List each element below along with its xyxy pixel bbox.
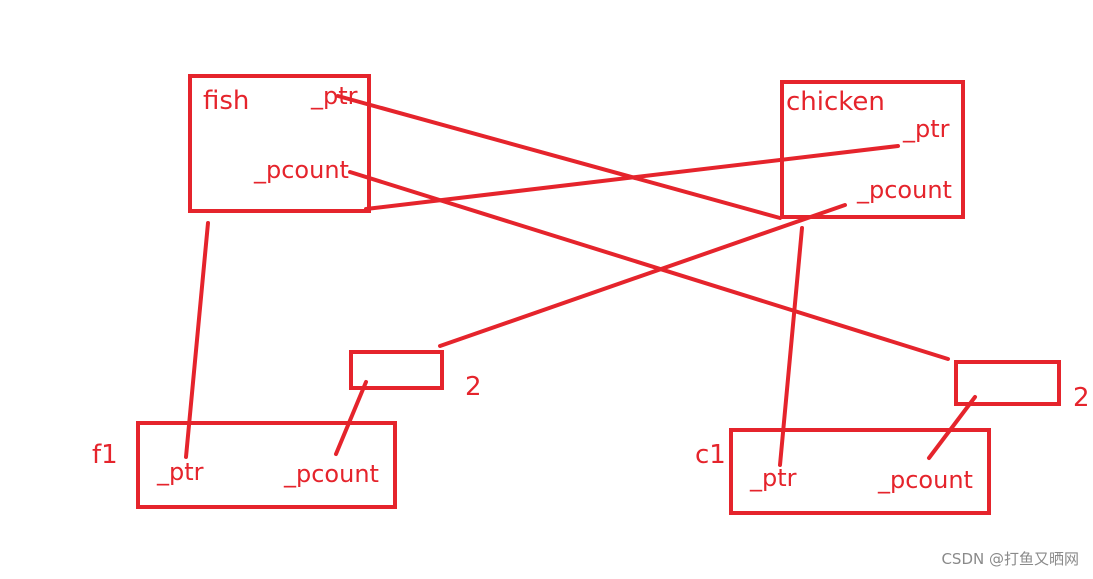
f1-box [136,421,397,509]
link-chicken-pcount-to-left-count [438,203,847,348]
link-f1-pcount-to-left-count [334,380,368,456]
fish-label: fish [203,86,250,116]
c1-box [729,428,991,515]
f1-label: f1 [92,440,118,470]
fish-pcount-label: _pcount [254,156,349,184]
chicken-pcount-label: _pcount [857,176,952,204]
count-right-value: 2 [1073,383,1090,413]
count-left-value: 2 [465,372,482,402]
chicken-box [780,80,965,219]
link-fish-ptr-to-chicken [336,94,782,220]
c1-pcount-label: _pcount [878,466,973,494]
count-right-box [954,360,1061,406]
chicken-label: chicken [786,87,885,117]
link-fish-pcount-to-right-count [348,170,950,361]
fish-box [188,74,371,213]
fish-ptr-label: _ptr [311,82,358,110]
count-left-box [349,350,444,390]
link-c1-pcount-to-right-count [927,395,977,460]
link-f1-ptr-to-fish [184,221,210,459]
f1-ptr-label: _ptr [157,458,204,486]
link-c1-ptr-to-chicken [778,226,804,467]
link-chicken-ptr-to-fish [364,144,900,211]
chicken-ptr-label: _ptr [903,115,950,143]
c1-ptr-label: _ptr [750,464,797,492]
c1-label: c1 [695,440,726,470]
f1-pcount-label: _pcount [284,460,379,488]
watermark: CSDN @打鱼又晒网 [941,550,1079,568]
